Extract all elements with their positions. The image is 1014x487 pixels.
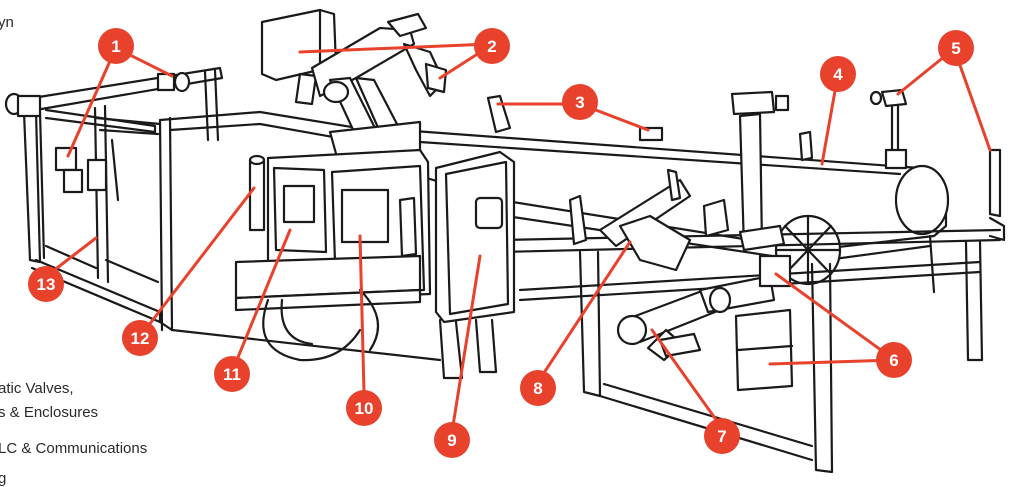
callout-circle — [346, 390, 382, 426]
callout-number: 5 — [951, 39, 960, 58]
callout-number: 1 — [111, 37, 120, 56]
callout-circle — [704, 418, 740, 454]
robot-arm — [260, 8, 448, 170]
callout-circle — [520, 370, 556, 406]
callout-circle — [214, 356, 250, 392]
callout-badge-6: 6 — [876, 342, 912, 378]
callout-circle — [938, 30, 974, 66]
callout-number: 3 — [575, 93, 584, 112]
callout-number: 2 — [487, 37, 496, 56]
callout-number: 13 — [37, 275, 56, 294]
callout-number: 7 — [717, 427, 726, 446]
leader-lines — [42, 42, 992, 434]
callout-number: 6 — [889, 351, 898, 370]
control-panel — [234, 148, 516, 380]
callout-number: 12 — [131, 329, 150, 348]
callout-badge-9: 9 — [434, 422, 470, 458]
callout-badge-13: 13 — [28, 266, 64, 302]
callout-circle — [122, 320, 158, 356]
callout-number: 4 — [833, 65, 843, 84]
callout-circle — [474, 28, 510, 64]
callout-badge-1: 1 — [98, 28, 134, 64]
callout-number: 9 — [447, 431, 456, 450]
callout-badge-8: 8 — [520, 370, 556, 406]
callout-badge-10: 10 — [346, 390, 382, 426]
callout-badge-12: 12 — [122, 320, 158, 356]
callout-number: 8 — [533, 379, 542, 398]
callout-badge-3: 3 — [562, 84, 598, 120]
callout-badge-11: 11 — [214, 356, 250, 392]
callout-badge-5: 5 — [938, 30, 974, 66]
callout-circle — [434, 422, 470, 458]
callout-circle — [820, 56, 856, 92]
callout-badge-7: 7 — [704, 418, 740, 454]
callout-circle — [876, 342, 912, 378]
callout-badge-2: 2 — [474, 28, 510, 64]
callout-circle — [98, 28, 134, 64]
callout-badge-4: 4 — [820, 56, 856, 92]
callout-number: 11 — [223, 365, 241, 384]
callout-circle — [28, 266, 64, 302]
drive-motor — [598, 88, 908, 392]
callout-number: 10 — [355, 399, 374, 418]
callout-circle — [562, 84, 598, 120]
